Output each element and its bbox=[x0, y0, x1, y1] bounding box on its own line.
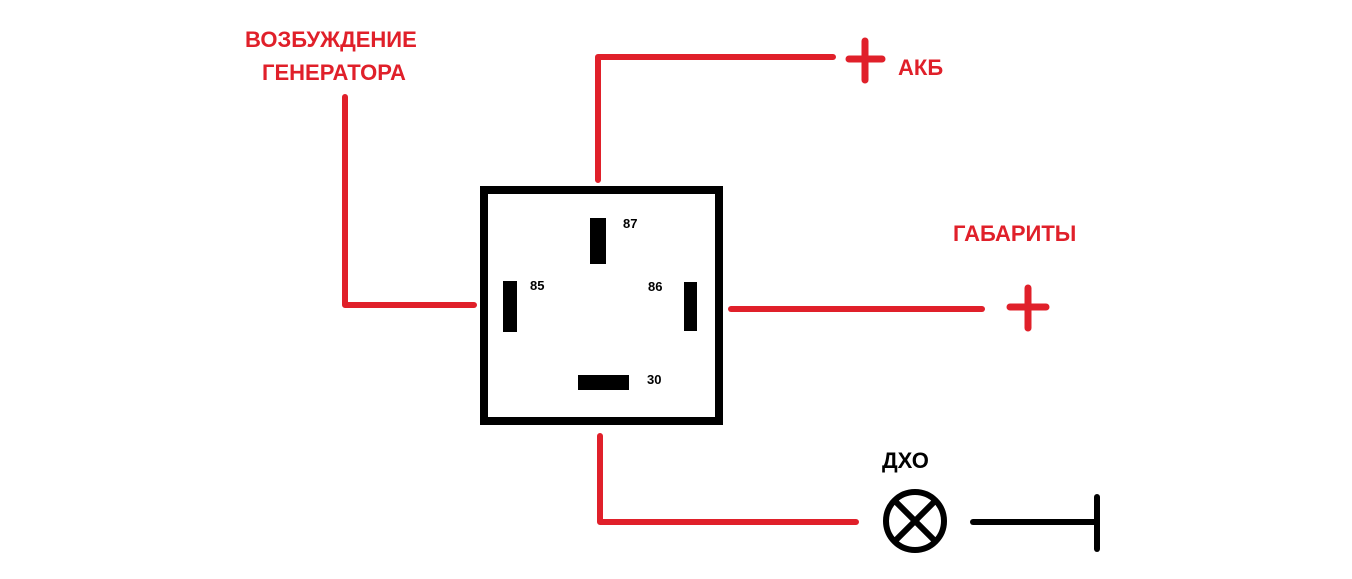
relay-body bbox=[480, 186, 723, 425]
pin-85 bbox=[503, 281, 517, 332]
wire-excitation bbox=[342, 94, 477, 308]
wire-drl bbox=[597, 433, 859, 525]
pin-86-label: 86 bbox=[648, 279, 662, 294]
label-excitation-line2: ГЕНЕРАТОРА bbox=[262, 60, 406, 85]
pin-87 bbox=[590, 218, 606, 264]
label-parking-lights: ГАБАРИТЫ bbox=[953, 221, 1076, 246]
lamp-icon bbox=[883, 489, 947, 553]
pin-86 bbox=[684, 282, 697, 331]
ground-icon bbox=[970, 494, 1100, 552]
label-excitation-line1: ВОЗБУЖДЕНИЕ bbox=[245, 27, 417, 52]
pin-30-label: 30 bbox=[647, 372, 661, 387]
plus-icon-battery bbox=[845, 37, 886, 84]
wire-battery bbox=[595, 54, 836, 183]
plus-icon-parking-lights bbox=[1006, 284, 1050, 332]
label-drl: ДХО bbox=[882, 448, 929, 473]
label-battery: АКБ bbox=[898, 55, 943, 80]
pin-30 bbox=[578, 375, 629, 390]
pin-85-label: 85 bbox=[530, 278, 544, 293]
pin-87-label: 87 bbox=[623, 216, 637, 231]
